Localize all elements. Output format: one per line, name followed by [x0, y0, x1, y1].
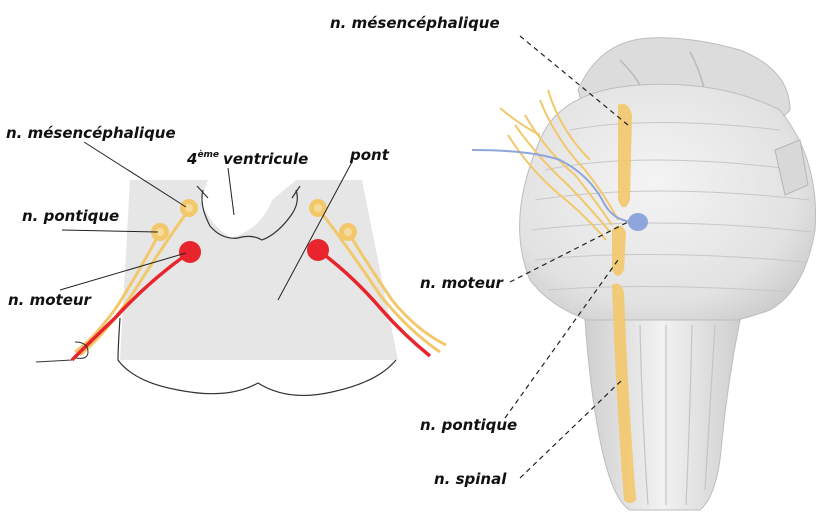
- left-exit-line: [35, 359, 73, 363]
- right-mesencephalic-nucleus-core: [314, 204, 322, 212]
- left-fiber-yellow-1: [79, 207, 192, 357]
- right-spinal-nucleus-band: [612, 283, 636, 503]
- left-mesencephalic-nucleus-core: [185, 204, 193, 212]
- motor-root-blue: [471, 149, 637, 223]
- right-mesencephalic-nucleus-band: [618, 103, 632, 208]
- right-pontine-nucleus-band: [612, 225, 626, 276]
- label-pont: pont: [349, 146, 390, 164]
- left-motor-nucleus: [179, 241, 201, 263]
- leader-left-moteur: [59, 252, 187, 291]
- right-motor-nucleus-blue: [628, 213, 648, 231]
- label-ventricule: 4ème ventricule: [186, 149, 308, 168]
- label-right-mesencephalique: n. mésencéphalique: [330, 14, 500, 32]
- left-pontine-nucleus-core: [156, 228, 164, 236]
- ventricule-superscript: ème: [197, 149, 219, 160]
- ventricule-word: ventricule: [223, 150, 308, 168]
- peduncle-stub: [774, 139, 809, 196]
- pons-bulb: [519, 83, 817, 332]
- leader-pont: [277, 161, 353, 301]
- pons-striations: [531, 122, 813, 293]
- right-fiber-red: [316, 248, 432, 358]
- medulla-ridges: [639, 324, 716, 506]
- label-right-moteur: n. moteur: [420, 274, 505, 292]
- pons-cross-section: n. mésencéphalique 4ème ventricule pont n…: [6, 124, 447, 397]
- pons-outline: [117, 317, 397, 397]
- left-ganglion-loop: [74, 341, 89, 359]
- leader-left-pontique: [61, 229, 159, 233]
- label-right-spinal: n. spinal: [434, 470, 507, 488]
- label-left-mesencephalique: n. mésencéphalique: [6, 124, 176, 142]
- trigeminal-root-bundle: [499, 89, 619, 241]
- right-motor-nucleus: [307, 239, 329, 261]
- ventricule-number: 4: [186, 150, 197, 168]
- brainstem-view: n. mésencéphalique n. moteur n. pontique…: [330, 14, 817, 511]
- ventricle-edge-left: [196, 185, 209, 199]
- right-fiber-yellow-2: [346, 231, 447, 347]
- left-fiber-yellow-2: [74, 231, 162, 354]
- ventricle-edge-right: [291, 185, 301, 199]
- medulla: [584, 319, 741, 511]
- label-left-moteur: n. moteur: [8, 291, 93, 309]
- right-leaders: [504, 35, 629, 479]
- label-left-pontique: n. pontique: [22, 207, 119, 225]
- leader-ventricule: [227, 167, 235, 216]
- ventricle-floor: [201, 189, 298, 241]
- leader-left-mesencephalique: [83, 141, 187, 208]
- pons-section-shape: [120, 180, 398, 360]
- label-right-pontique: n. pontique: [420, 416, 517, 434]
- right-fiber-yellow-1: [316, 207, 441, 354]
- right-pontine-nucleus-core: [344, 228, 352, 236]
